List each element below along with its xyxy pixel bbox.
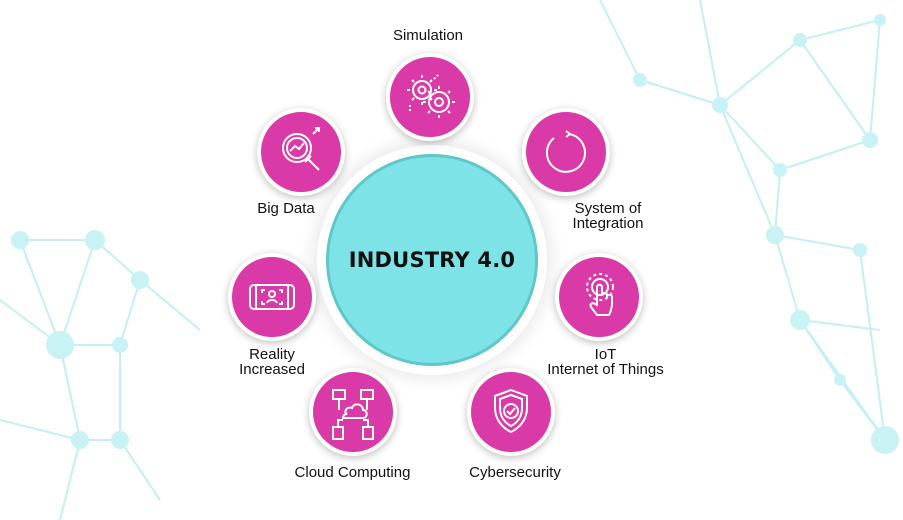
phone-ar-icon [249,284,295,310]
gears-icon [407,74,455,118]
node-simulation [386,53,474,141]
circular-arrow-icon [545,130,586,173]
hub-title: INDUSTRY 4.0 [348,248,516,272]
label-cloud-computing: Cloud Computing [294,464,411,481]
node-big-data [257,108,345,196]
label-simulation: Simulation [392,27,464,44]
node-cybersecurity [467,368,555,456]
shield-check-icon [494,388,528,434]
label-cybersecurity: Cybersecurity [469,464,561,481]
label-system-integration: System of Integration [572,200,644,232]
industry-hub-circle: INDUSTRY 4.0 [326,154,538,366]
node-reality-increased [228,253,316,341]
node-cloud-computing [309,368,397,456]
magnifier-chart-icon [282,127,320,171]
label-big-data: Big Data [257,200,315,217]
label-reality-increased: Reality Increased [239,346,305,378]
node-iot [555,253,643,341]
cloud-network-icon [332,389,374,440]
label-iot: IoT Internet of Things [547,346,664,378]
node-system-integration [522,108,610,196]
touch-finger-icon [586,273,614,316]
